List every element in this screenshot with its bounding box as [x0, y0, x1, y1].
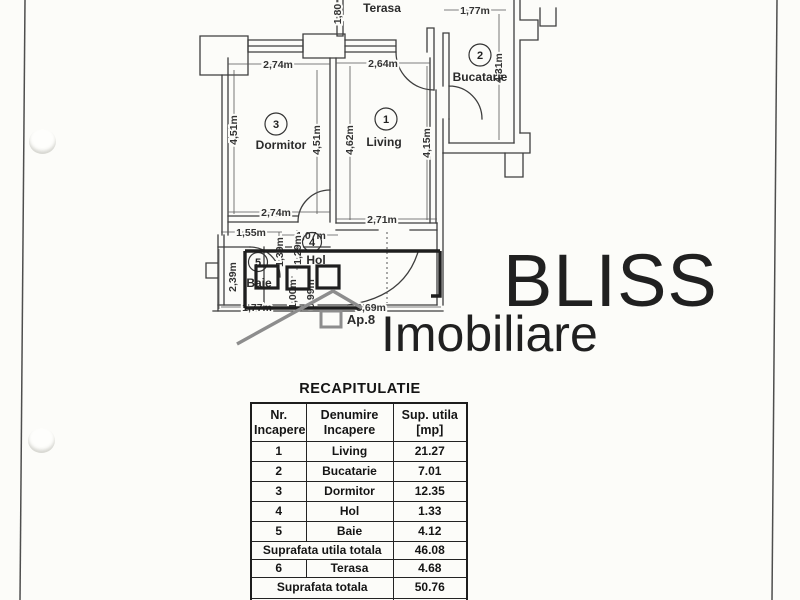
- table-row: 5 Baie 4.12: [250, 521, 468, 542]
- room-label-terasa: Terasa: [363, 1, 401, 15]
- cell-nr: 5: [250, 521, 307, 542]
- cell-nr: 2: [250, 461, 307, 482]
- scan-left-edge: [19, 0, 26, 600]
- logo-roof-icon: [236, 289, 363, 346]
- recap-table: Nr. Incapere Denumire Incapere Sup. util…: [250, 402, 468, 600]
- table-row: 6 Terasa 4.68: [250, 559, 468, 578]
- dim-hol-top-left: 1,55m: [236, 227, 266, 239]
- cell-name: Hol: [305, 501, 394, 522]
- cell-area: 7.01: [392, 461, 468, 482]
- table-row: 4 Hol 1.33: [250, 501, 468, 522]
- total-value: 50.76: [392, 577, 468, 599]
- subtotal-row: Suprafata utila totala 46.08: [250, 541, 468, 560]
- logo-window-icon: [315, 264, 341, 290]
- cell-nr: 3: [250, 481, 307, 502]
- punch-hole: [28, 428, 55, 453]
- subtotal-value: 46.08: [392, 541, 468, 560]
- room-number-circle-bucatarie: [468, 43, 492, 67]
- executant-row: Executant: [250, 598, 468, 600]
- dim-dormitor-left: 4,51m: [228, 115, 240, 145]
- logo-window-icon: [254, 264, 280, 290]
- col-header-denumire: Denumire Incapere: [305, 402, 394, 442]
- room-label-hol: Hol: [306, 253, 325, 267]
- room-number-circle-dormitor: [264, 112, 288, 136]
- recap-header-row: Nr. Incapere Denumire Incapere Sup. util…: [250, 402, 468, 442]
- cell-name: Living: [305, 441, 394, 462]
- dim-entry-bottom: 3,69m: [356, 302, 386, 314]
- cell-area: 21.27: [392, 441, 468, 462]
- cell-area: 4.12: [392, 521, 468, 542]
- room-number-circle-living: [374, 107, 398, 131]
- dim-baie-left: 2,39m: [227, 262, 239, 292]
- room-number-hol: 4: [309, 237, 316, 249]
- table-row: 2 Bucatarie 7.01: [250, 461, 468, 482]
- cell-name: Dormitor: [305, 481, 394, 502]
- scan-right-edge: [771, 0, 778, 600]
- dim-living-left: 4,62m: [344, 125, 356, 155]
- dim-dormitor-bottom: 2,74m: [261, 207, 291, 219]
- dim-bucatarie-height: 4,31m: [493, 53, 505, 83]
- cell-area: 12.35: [392, 481, 468, 502]
- dim-living-bottom: 2,71m: [367, 214, 397, 226]
- subtotal-label: Suprafata utila totala: [250, 541, 394, 560]
- room-number-baie: 5: [255, 257, 261, 269]
- cell-area: 4.68: [392, 559, 468, 578]
- table-row: 1 Living 21.27: [250, 441, 468, 462]
- dim-dormitor-top: 2,74m: [263, 59, 293, 71]
- cell-name: Baie: [305, 521, 394, 542]
- brand-subname: Imobiliare: [381, 306, 598, 362]
- logo-door-icon: [319, 309, 343, 329]
- dim-bucatarie-top: 1,77m: [460, 5, 490, 17]
- cell-nr: 1: [250, 441, 307, 462]
- dim-terasa-left: 1,80: [332, 4, 344, 25]
- dim-hol-b1: 1,00m: [287, 279, 299, 309]
- table-row: 3 Dormitor 12.35: [250, 481, 468, 502]
- cell-nr: 6: [250, 559, 307, 578]
- cell-name: Bucatarie: [305, 461, 394, 482]
- dim-dormitor-right: 4,51m: [311, 125, 323, 155]
- cell-area: 1.33: [392, 501, 468, 522]
- executant-value: [392, 598, 468, 600]
- cell-nr: 4: [250, 501, 307, 522]
- room-label-dormitor: Dormitor: [256, 138, 307, 152]
- walls: [199, 0, 557, 312]
- recap-section: RECAPITULATIE Nr. Incapere Denumire Inca…: [250, 381, 470, 600]
- room-number-living: 1: [383, 114, 389, 126]
- col-header-nr: Nr. Incapere: [250, 402, 307, 442]
- room-labels: Terasa 2 Bucatarie 3 Dormitor 1 Living 4…: [246, 1, 507, 327]
- punch-hole: [29, 129, 56, 154]
- room-label-bucatarie: Bucatarie: [453, 70, 508, 84]
- room-label-living: Living: [366, 135, 401, 149]
- apartment-number-label: Ap.8: [347, 312, 375, 327]
- dim-living-top: 2,64m: [368, 58, 398, 70]
- total-row: Suprafata totala 50.76: [250, 577, 468, 599]
- agency-logo: BLISS Imobiliare: [236, 239, 718, 362]
- logo-building-outline: [243, 249, 442, 310]
- recap-title: RECAPITULATIE: [299, 381, 421, 397]
- col-header-suprafata: Sup. utila [mp]: [392, 402, 468, 442]
- total-label: Suprafata totala: [250, 577, 394, 599]
- room-number-dormitor: 3: [273, 119, 279, 131]
- dim-living-right: 4,15m: [421, 128, 433, 158]
- cell-name: Terasa: [305, 559, 394, 578]
- logo-window-icon: [285, 265, 311, 291]
- brand-name: BLISS: [503, 239, 718, 322]
- room-number-bucatarie: 2: [477, 50, 483, 62]
